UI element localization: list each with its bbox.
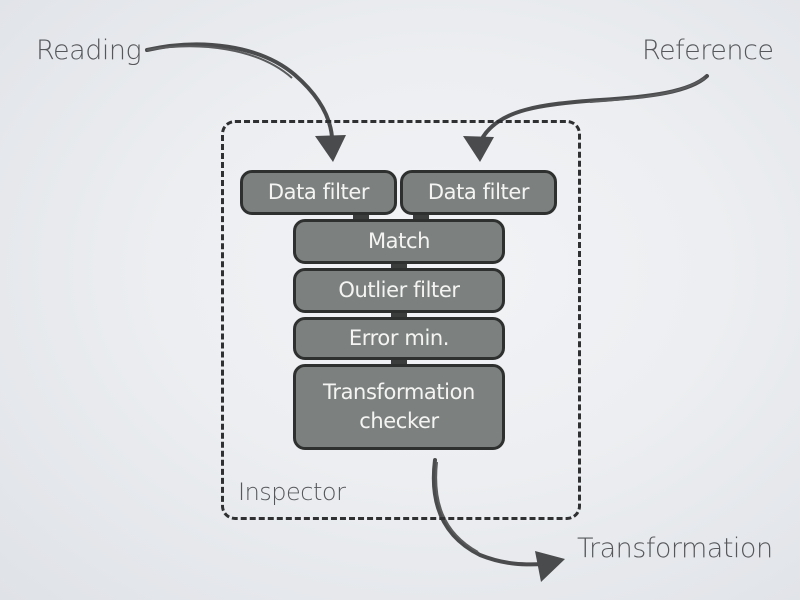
transformation-checker-block: Transformation checker: [293, 364, 505, 450]
block-label: Match: [367, 229, 431, 253]
inspector-container: [221, 120, 581, 520]
inspector-label: Inspector: [238, 478, 346, 506]
block-label: Transformation checker: [323, 378, 475, 436]
connector: [391, 263, 407, 269]
arrowhead-icon: [535, 551, 565, 582]
block-label-line: Transformation: [323, 380, 475, 404]
connector: [391, 312, 407, 318]
block-label: Data filter: [427, 180, 530, 204]
block-label: Outlier filter: [338, 278, 460, 302]
outlier-filter-block: Outlier filter: [293, 268, 505, 313]
block-label-line: checker: [359, 409, 439, 433]
connector: [391, 359, 407, 365]
transformation-label: Transformation: [577, 533, 773, 564]
block-label: Error min.: [348, 326, 450, 350]
data-filter-reading-block: Data filter: [240, 170, 397, 215]
connector: [413, 214, 429, 220]
block-label: Data filter: [267, 180, 370, 204]
match-block: Match: [293, 219, 505, 264]
connector: [353, 214, 369, 220]
reading-label: Reading: [36, 35, 142, 66]
error-min-block: Error min.: [293, 317, 505, 360]
data-filter-reference-block: Data filter: [400, 170, 557, 215]
reference-label: Reference: [642, 35, 774, 66]
